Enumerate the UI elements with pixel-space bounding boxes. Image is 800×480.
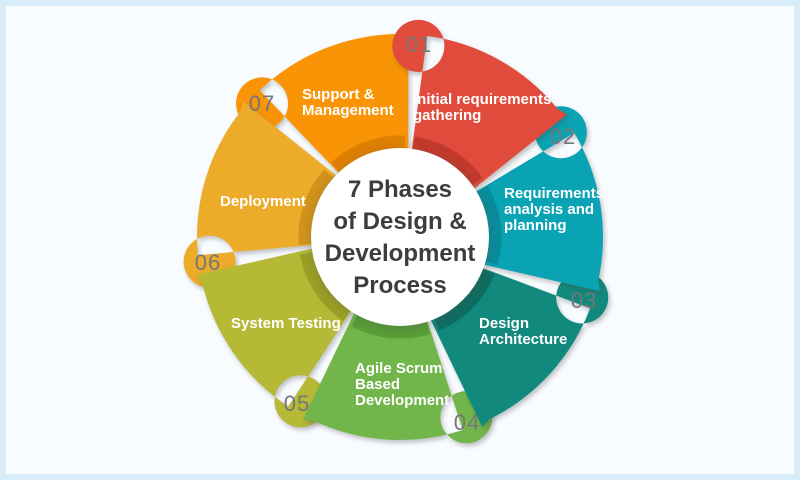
center-title-line-2: of Design & — [333, 208, 467, 235]
segment-06 — [183, 101, 339, 288]
segment-number-02: 02 — [549, 124, 577, 149]
segment-number-01: 01 — [405, 32, 433, 57]
segment-shape-07 — [236, 30, 409, 175]
center-title-line-4: Process — [353, 272, 447, 299]
segment-rim-07 — [330, 135, 406, 173]
center-title: 7 Phases of Design & Development Process — [290, 174, 510, 302]
segment-rim-03 — [434, 269, 495, 331]
segment-label-05: System Testing — [231, 315, 341, 332]
segment-01 — [392, 19, 567, 191]
segment-rim-05 — [299, 251, 351, 321]
segment-number-07: 07 — [248, 91, 276, 116]
segment-label-02: Requirements analysis and planning — [504, 185, 605, 234]
center-title-line-1: 7 Phases — [347, 176, 453, 203]
segment-rim-06 — [298, 169, 334, 245]
segment-number-03: 03 — [570, 288, 598, 313]
segment-rim-01 — [412, 136, 483, 186]
segment-07 — [236, 30, 409, 175]
center-title-line-3: Development — [324, 240, 476, 267]
segment-shape-05 — [196, 248, 353, 428]
segment-03 — [429, 267, 609, 427]
segment-shape-03 — [429, 267, 609, 427]
segment-shape-04 — [302, 310, 493, 444]
segment-05 — [196, 248, 353, 428]
segment-label-07: Support & Management — [302, 86, 394, 119]
segment-number-06: 06 — [194, 250, 222, 275]
segment-label-03: Design Architecture — [479, 315, 568, 348]
segment-04 — [302, 310, 493, 444]
segment-label-04: Agile Scrum Based Development — [355, 360, 450, 409]
segment-rim-02 — [476, 186, 502, 265]
segment-label-06: Deployment — [220, 193, 306, 210]
segment-label-01: Initial requirements gathering — [413, 91, 552, 124]
segment-rim-04 — [351, 314, 431, 339]
segment-02 — [473, 106, 604, 292]
segment-shape-02 — [473, 106, 604, 292]
segment-number-04: 04 — [453, 410, 481, 435]
segment-number-05: 05 — [283, 391, 311, 416]
center-circle — [311, 148, 489, 326]
